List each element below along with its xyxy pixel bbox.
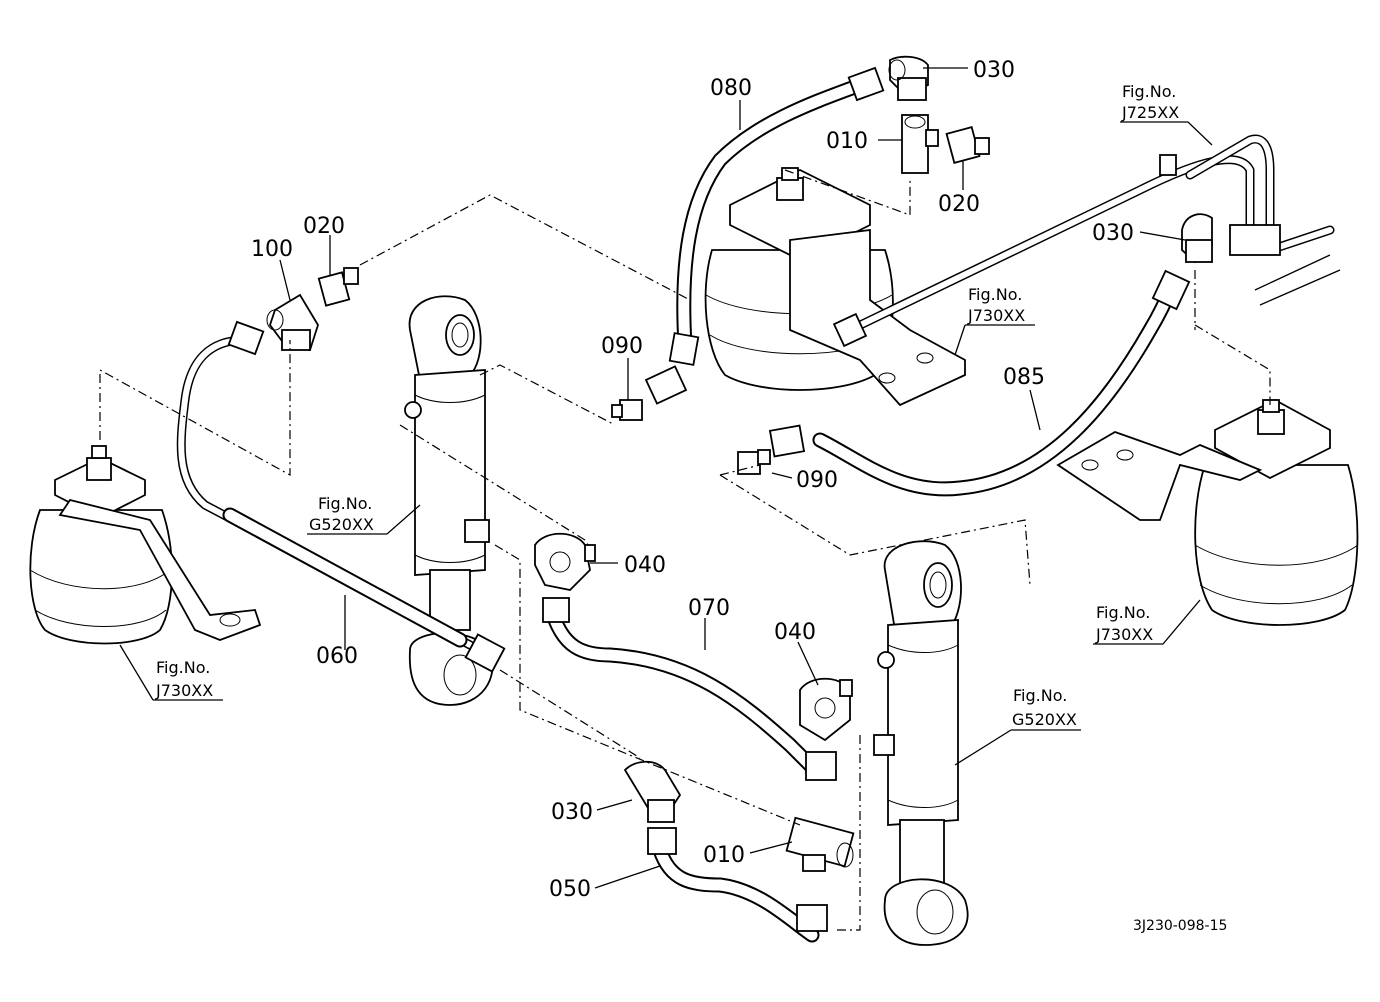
fig-ref-j725-line1: Fig.No. xyxy=(1122,82,1176,101)
fitting-100 xyxy=(266,293,319,352)
leader-lines xyxy=(119,67,1213,889)
part-label-030-top: 030 xyxy=(973,58,1015,83)
fig-ref-g520-left-line1: Fig.No. xyxy=(318,494,372,513)
fig-ref-j730-mid-line1: Fig.No. xyxy=(968,285,1022,304)
fig-ref-g520-right-line2: G520XX xyxy=(1012,710,1077,729)
fitting-010-top xyxy=(901,114,939,174)
part-label-085: 085 xyxy=(1003,365,1045,390)
part-label-020-left: 020 xyxy=(303,214,345,239)
accumulator-left xyxy=(29,445,262,645)
accumulator-right xyxy=(1056,398,1359,626)
fitting-030-bottom xyxy=(623,760,682,823)
fitting-090-mid xyxy=(737,449,771,475)
part-label-100: 100 xyxy=(251,237,293,262)
cylinder-right xyxy=(873,540,969,946)
part-labels: 030 080 010 020 030 020 100 090 085 090 … xyxy=(251,58,1134,902)
fitting-020-top xyxy=(945,126,990,164)
part-label-040-left: 040 xyxy=(624,553,666,578)
hose-085 xyxy=(768,269,1191,497)
part-label-020-top: 020 xyxy=(938,192,980,217)
hose-050 xyxy=(647,827,828,943)
fitting-090-top xyxy=(611,365,688,421)
fitting-040-left xyxy=(534,532,596,591)
drawing-code: 3J230-098-15 xyxy=(1133,918,1227,934)
part-label-060: 060 xyxy=(316,644,358,669)
part-label-010-top: 010 xyxy=(826,129,868,154)
part-label-090-mid: 090 xyxy=(796,468,838,493)
fig-ref-j730-right-line2: J730XX xyxy=(1095,625,1153,644)
fig-ref-j725-line2: J725XX xyxy=(1121,103,1179,122)
fig-ref-j730-mid-line2: J730XX xyxy=(967,306,1025,325)
pipe-060 xyxy=(176,320,506,673)
fitting-030-right xyxy=(1181,213,1213,264)
part-label-040-right: 040 xyxy=(774,620,816,645)
hose-070 xyxy=(542,597,837,781)
part-label-010-bottom: 010 xyxy=(703,843,745,868)
part-label-080: 080 xyxy=(710,76,752,101)
pipe-j725 xyxy=(832,134,1341,348)
fig-ref-j730-right-line1: Fig.No. xyxy=(1096,603,1150,622)
assembly-lines xyxy=(99,169,1271,931)
fig-ref-j730-left-line2: J730XX xyxy=(155,681,213,700)
fitting-020-left xyxy=(317,267,359,307)
fitting-030-top xyxy=(888,55,929,101)
fitting-010-bottom xyxy=(785,816,855,872)
accumulator-top-center xyxy=(704,167,966,407)
hose-080 xyxy=(668,66,885,366)
figure-references: Fig.No. J725XX Fig.No. J730XX Fig.No. G5… xyxy=(155,82,1179,729)
fig-ref-g520-right-line1: Fig.No. xyxy=(1013,686,1067,705)
fig-ref-j730-left-line1: Fig.No. xyxy=(156,658,210,677)
fitting-040-right xyxy=(799,677,853,742)
fig-ref-g520-left-line2: G520XX xyxy=(309,515,374,534)
part-label-050: 050 xyxy=(549,877,591,902)
part-label-090-top: 090 xyxy=(601,334,643,359)
part-label-030-bottom: 030 xyxy=(551,800,593,825)
part-label-070: 070 xyxy=(688,596,730,621)
part-label-030-right: 030 xyxy=(1092,221,1134,246)
